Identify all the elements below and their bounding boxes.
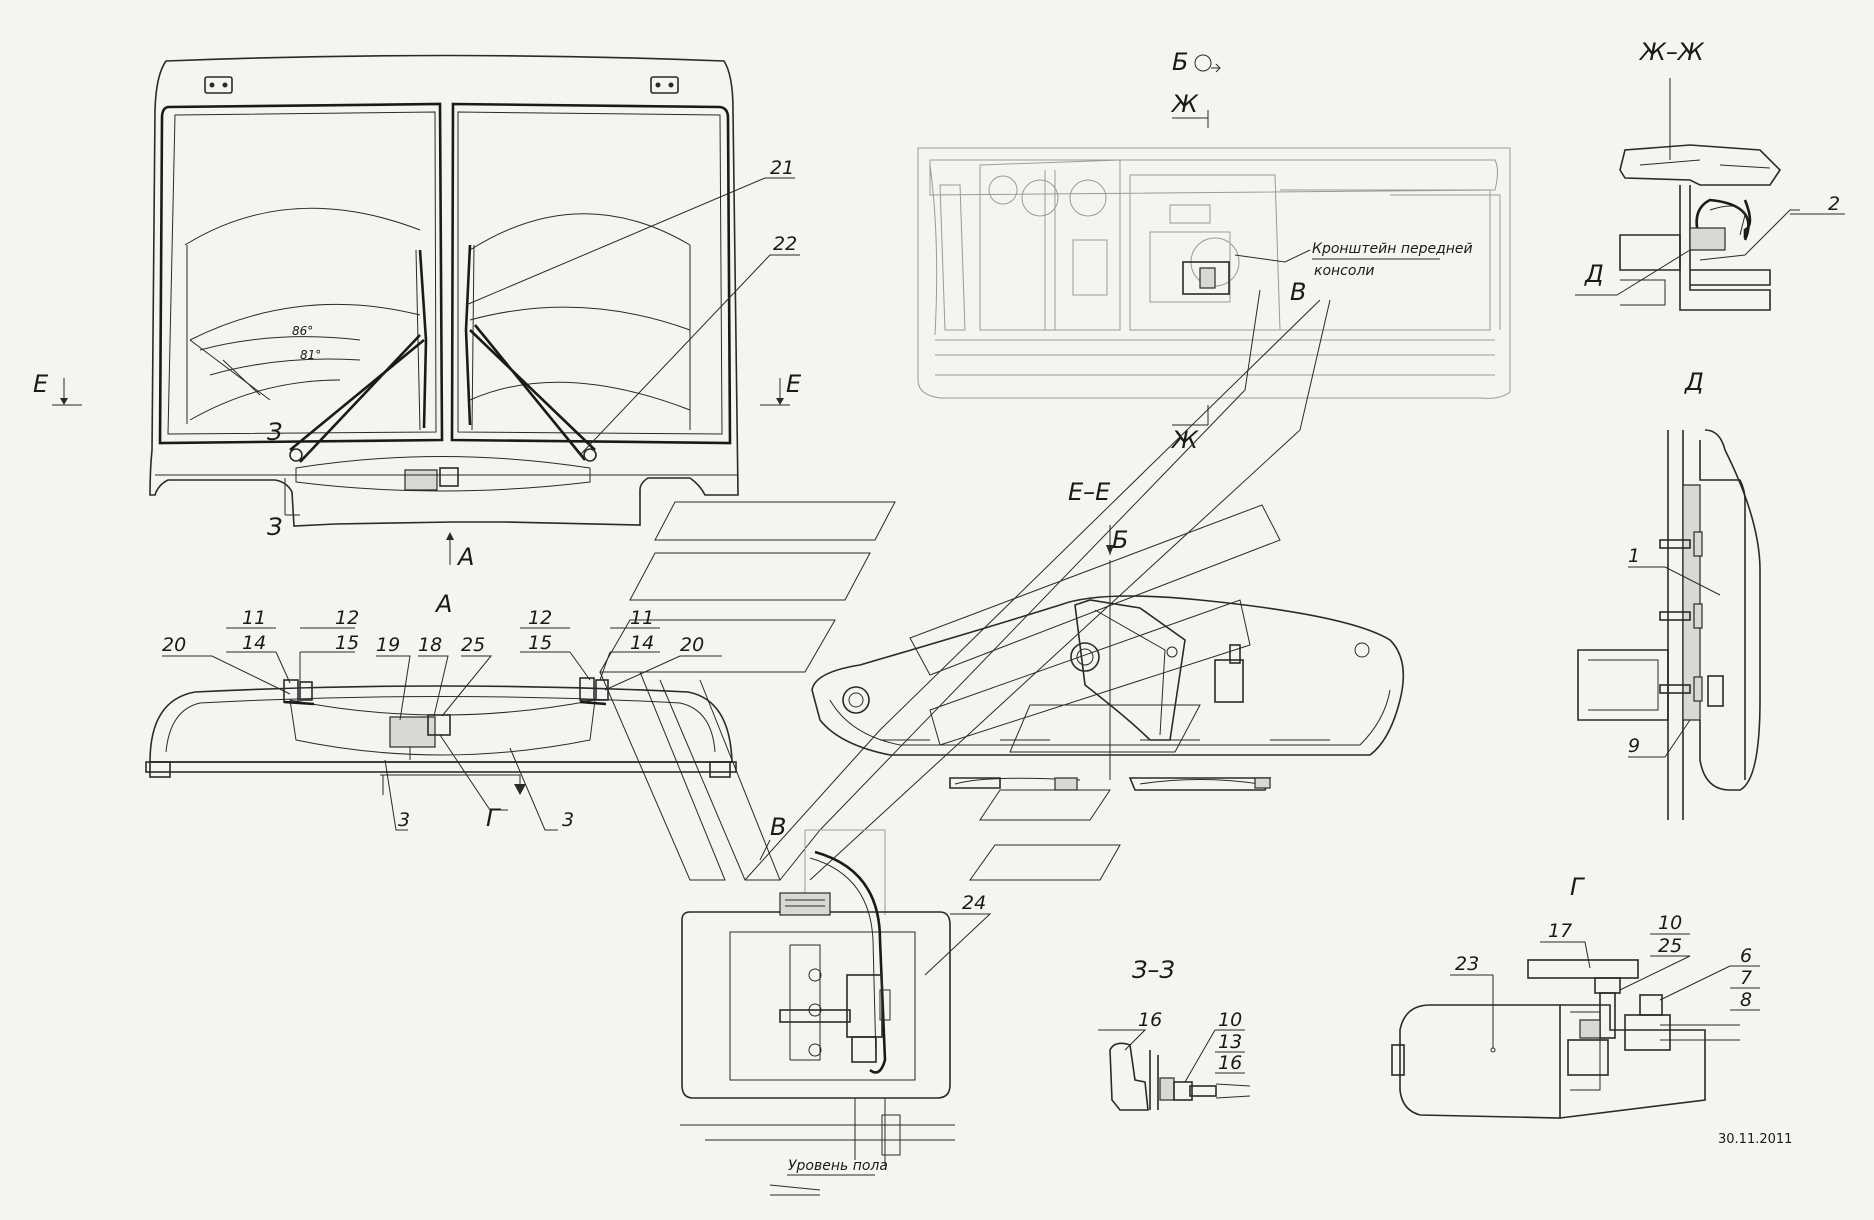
section-zz-callout-10: 10: [1218, 1009, 1242, 1031]
section-z-z: З–З 16 10 13 16: [1098, 956, 1251, 1111]
callout-15-right: 15: [528, 632, 552, 654]
view-g-callout-25: 25: [1658, 935, 1682, 957]
view-g-callout-17: 17: [1548, 920, 1572, 942]
section-zz-title: З–З: [1132, 956, 1175, 984]
callout-18: 18: [418, 634, 442, 656]
section-zz-callout-16b: 16: [1218, 1052, 1242, 1074]
callout-15-left: 15: [335, 632, 359, 654]
view-g-title: Г: [1570, 873, 1585, 901]
section-zh-callout-d: Д: [1584, 260, 1604, 288]
leader-frames: [599, 289, 1331, 881]
section-zz-callout-13: 13: [1218, 1031, 1242, 1053]
section-zh-bottom: Ж: [1170, 426, 1199, 454]
callout-1: 1: [1628, 545, 1640, 567]
section-e-right: Е: [786, 370, 802, 398]
section-e-e: Е–Е Б: [811, 478, 1405, 791]
view-a-title: А: [434, 590, 452, 618]
view-d-title: Д: [1684, 368, 1704, 396]
callout-21: 21: [770, 157, 794, 179]
dashboard-view: Б Ж Ж Кронштейн передней консоли В: [917, 48, 1511, 454]
callout-g: Г: [486, 804, 501, 832]
callout-14-right: 14: [630, 632, 654, 654]
callout-14-left: 14: [242, 632, 266, 654]
view-g-callout-23: 23: [1455, 953, 1479, 975]
section-zh-title: Ж–Ж: [1638, 38, 1705, 66]
callout-12-left: 12: [335, 607, 359, 629]
section-z-lower: З: [267, 513, 282, 541]
callout-12-right: 12: [528, 607, 552, 629]
callout-22: 22: [773, 233, 797, 255]
view-g: Г 23 17 10 25 6 7 8: [1391, 873, 1760, 1119]
callout-20-left: 20: [162, 634, 186, 656]
angle-81-label: 81°: [300, 348, 321, 362]
callout-24: 24: [962, 892, 986, 914]
callout-2: 2: [1828, 193, 1840, 215]
bracket-label-line1: Кронштейн передней: [1312, 241, 1473, 257]
view-g-callout-8: 8: [1740, 989, 1752, 1011]
section-z-upper: З: [267, 418, 282, 446]
callout-25: 25: [461, 634, 485, 656]
callout-19: 19: [376, 634, 400, 656]
callout-3-left: 3: [398, 809, 410, 831]
section-zh-zh: Ж–Ж 2 Д: [1575, 38, 1845, 311]
callout-11-right: 11: [630, 607, 654, 629]
callout-11-left: 11: [242, 607, 266, 629]
floor-level-label: Уровень пола: [788, 1158, 888, 1174]
view-g-callout-7: 7: [1740, 967, 1752, 989]
callout-3-right: 3: [562, 809, 574, 831]
section-e-left: Е: [33, 370, 49, 398]
view-a-arrow: А: [456, 543, 474, 571]
section-zz-callout-16: 16: [1138, 1009, 1162, 1031]
section-ee-b-label: Б: [1112, 526, 1128, 554]
washer-tank: В 24 Уровень пола: [680, 813, 992, 1196]
dashboard-b-label: Б: [1172, 48, 1188, 76]
callout-9: 9: [1628, 735, 1640, 757]
section-zh-top: Ж: [1170, 90, 1199, 118]
angle-86-label: 86°: [292, 324, 313, 338]
view-a: А 11 14 12 15 20 19 18 25 12: [145, 590, 737, 832]
view-g-callout-6: 6: [1740, 945, 1752, 967]
view-g-callout-10: 10: [1658, 912, 1682, 934]
windshield-view: 86° 81° 21 22 Е Е З З А: [33, 54, 802, 571]
dashboard-callout-v: В: [1290, 278, 1306, 306]
drawing-date: 30.11.2011: [1718, 1132, 1792, 1147]
callout-20-right: 20: [680, 634, 704, 656]
section-ee-title: Е–Е: [1068, 478, 1111, 506]
tank-callout-v: В: [770, 813, 786, 841]
view-d: Д 1 9: [1577, 368, 1761, 820]
bracket-label-line2: консоли: [1314, 263, 1374, 279]
